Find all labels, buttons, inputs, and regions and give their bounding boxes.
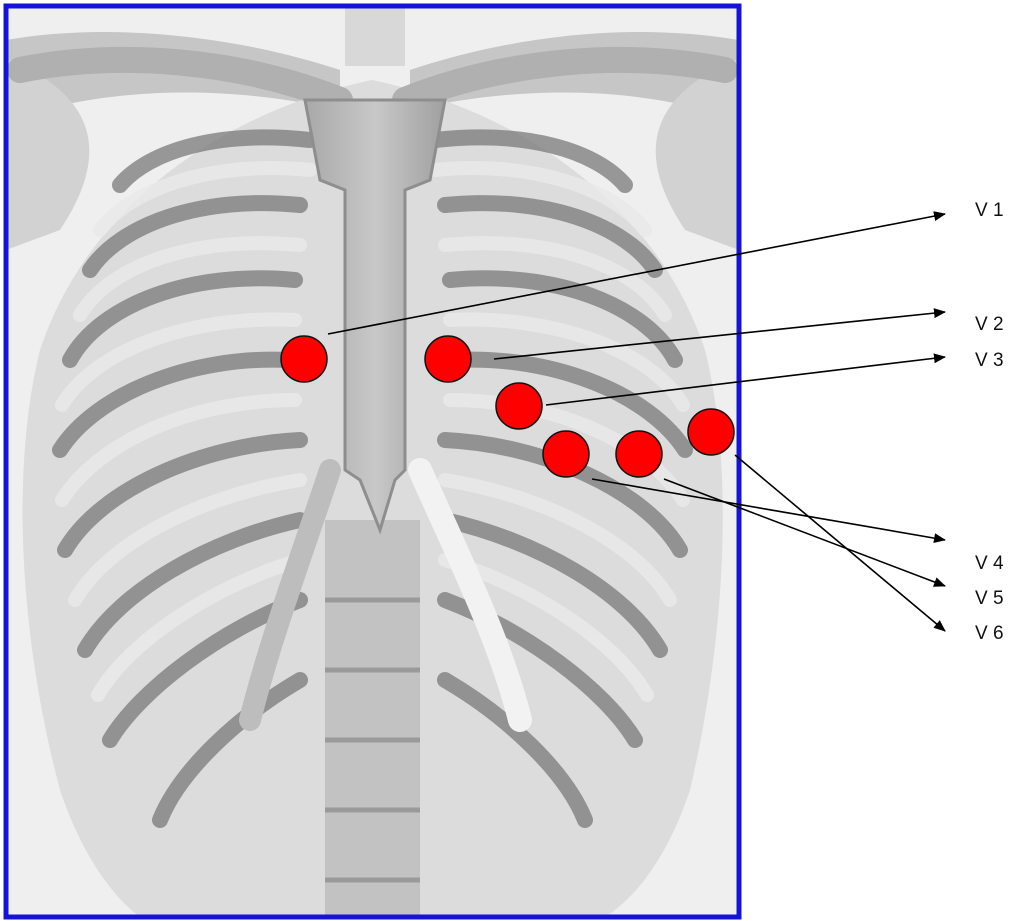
v2-electrode [425, 336, 471, 382]
v5-label: V 5 [975, 588, 1004, 609]
lead-labels: V 1 V 2 V 3 V 4 V 5 V 6 [975, 200, 1004, 644]
v1-electrode [281, 336, 327, 382]
v3-label: V 3 [975, 350, 1004, 371]
v6-leader-arrow [735, 455, 945, 631]
v3-electrode [496, 383, 542, 429]
v5-electrode [616, 431, 662, 477]
v2-label: V 2 [975, 314, 1004, 335]
v6-electrode [688, 409, 734, 455]
v1-label: V 1 [975, 200, 1004, 221]
v4-electrode [543, 431, 589, 477]
v6-label: V 6 [975, 623, 1004, 644]
v4-label: V 4 [975, 553, 1004, 574]
